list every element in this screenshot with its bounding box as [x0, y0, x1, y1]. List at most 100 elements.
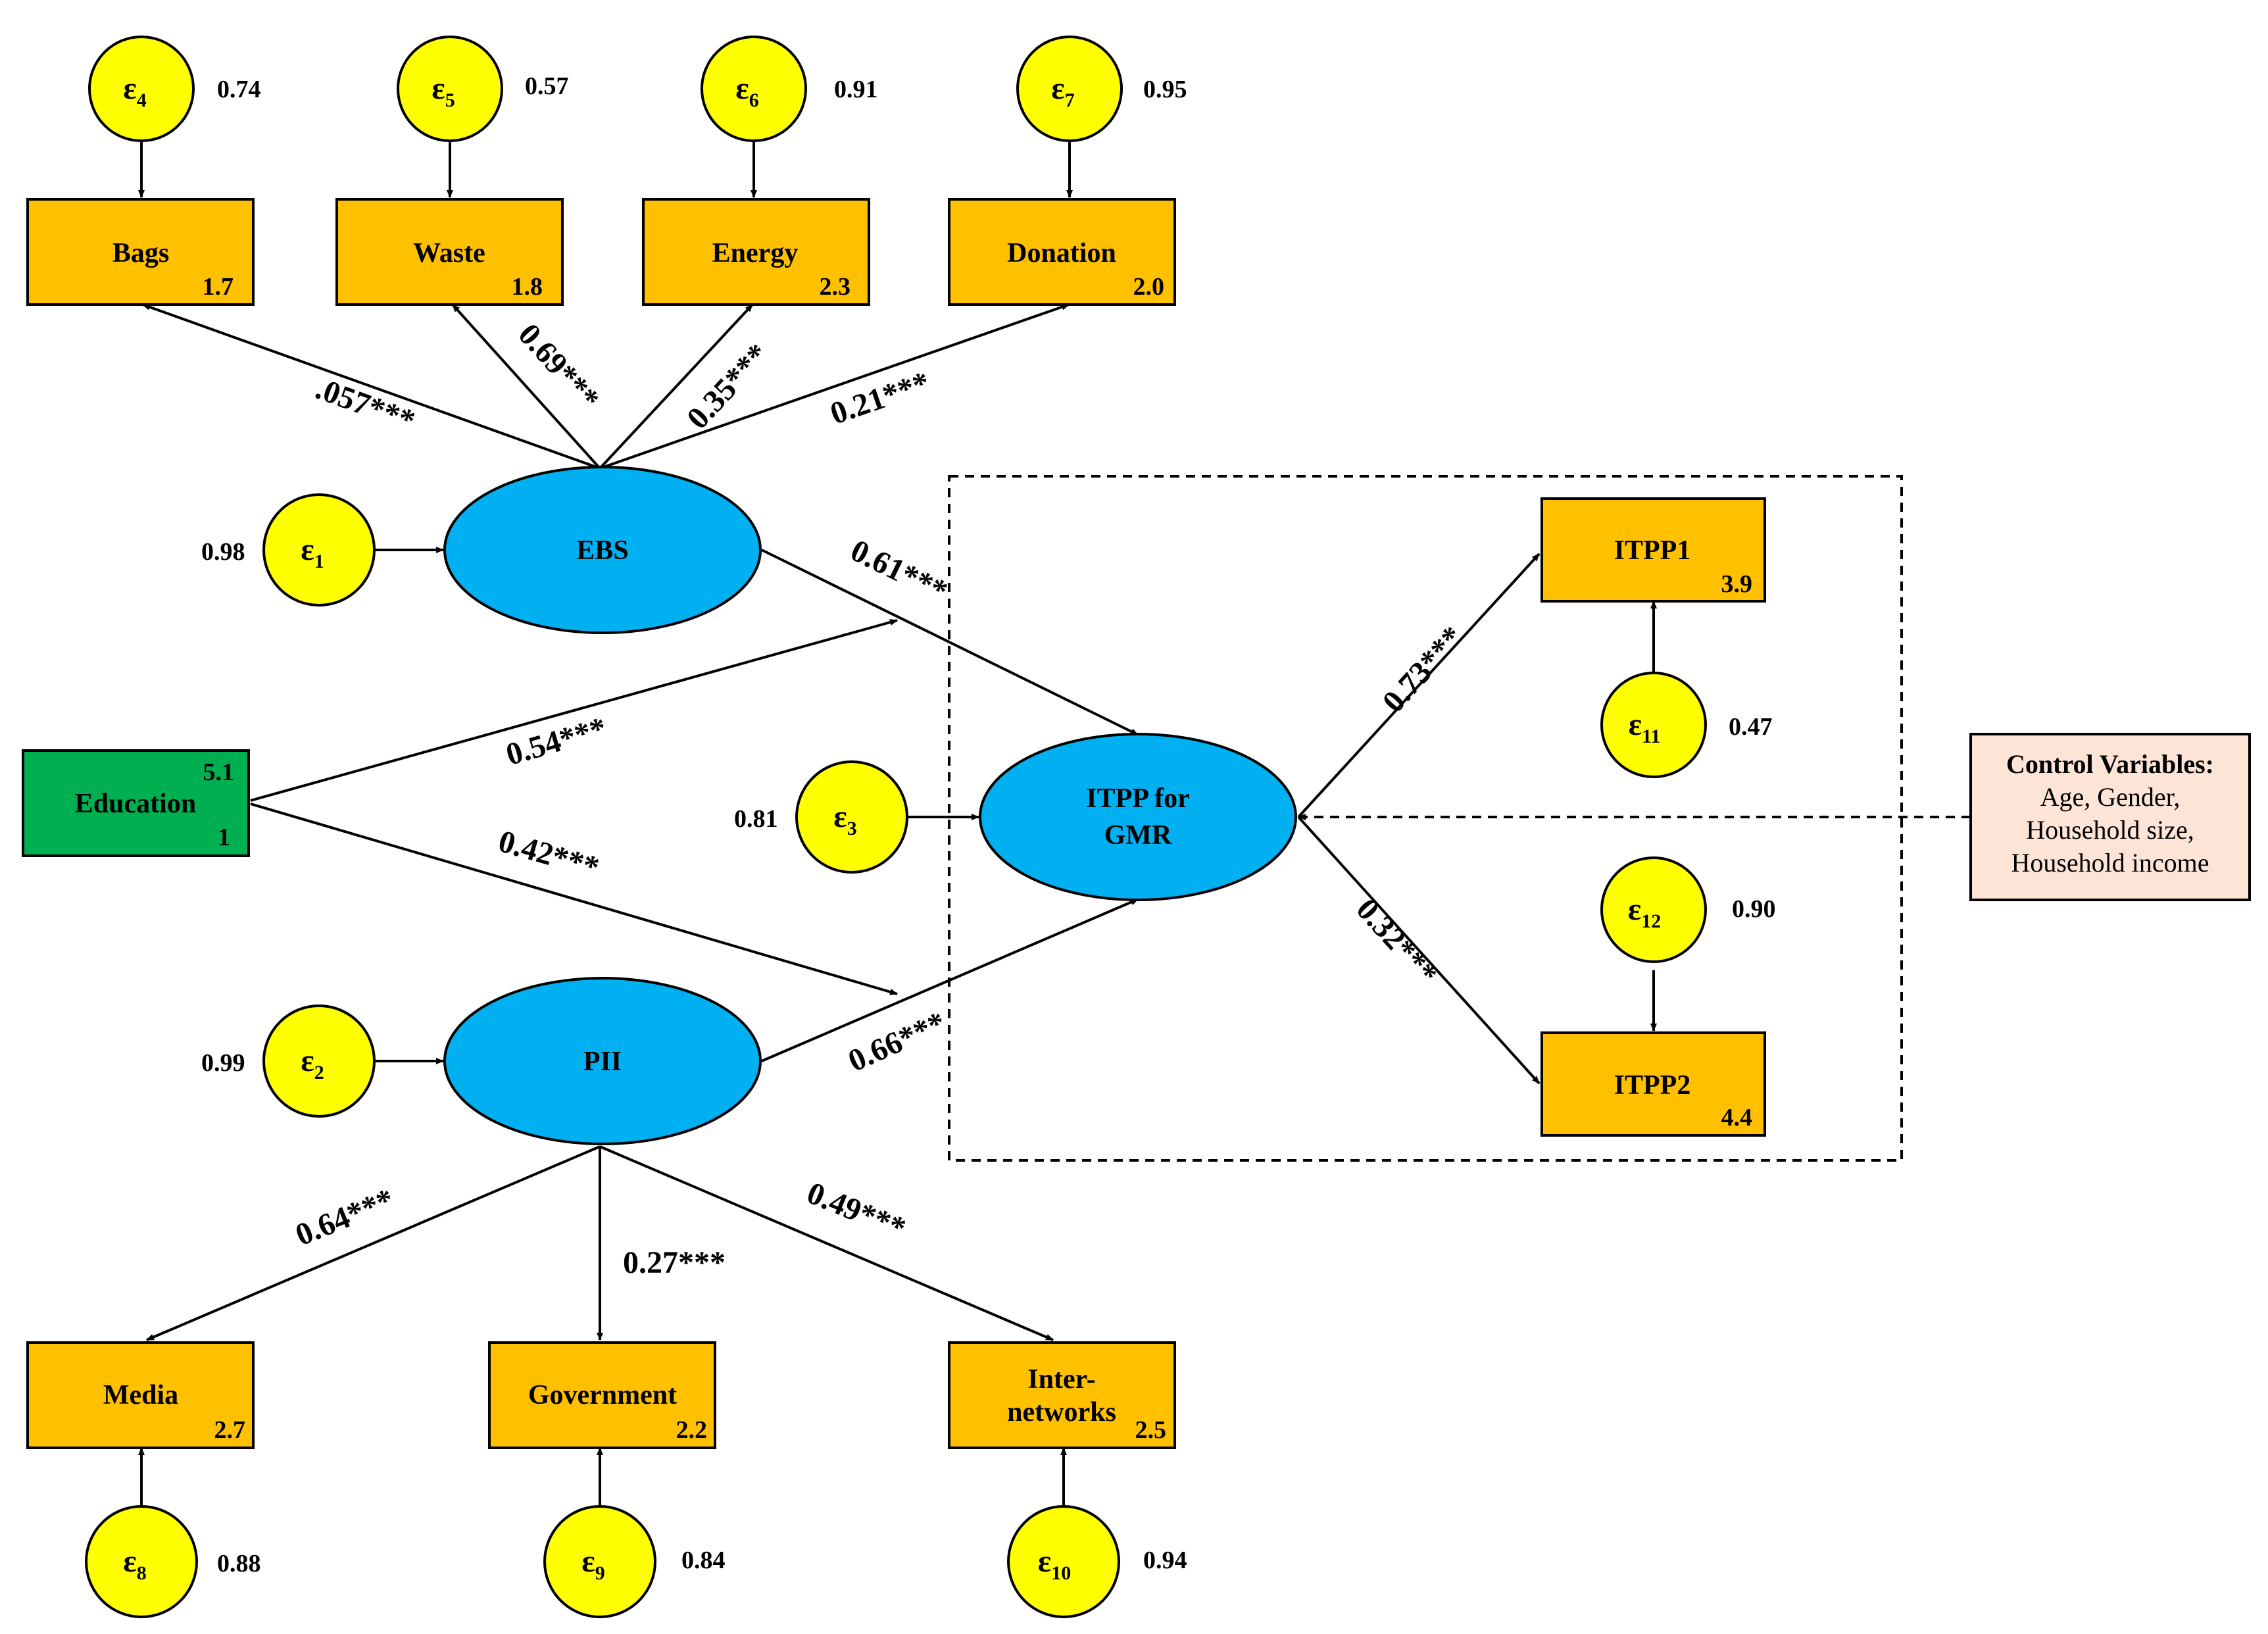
latent-ellipse — [443, 466, 762, 634]
arrow-ebs-itpp — [761, 549, 1139, 736]
control-item: Age, Gender, — [2040, 782, 2181, 812]
arrow-ebs-energy — [599, 303, 754, 470]
indicator-box — [1541, 1031, 1766, 1137]
indicator-box — [488, 1341, 716, 1449]
arrow-pii-media — [146, 1145, 601, 1341]
error-symbol: ε11 — [1629, 707, 1661, 747]
error-e1: ε1 0.98 — [201, 493, 376, 607]
indicator-value: 2.7 — [214, 1416, 246, 1444]
error-e10: ε10 0.94 — [1007, 1505, 1187, 1618]
error-e11: ε11 0.47 — [1600, 672, 1773, 778]
indicator-label: ITPP1 — [1614, 535, 1691, 566]
control-item: Household income — [2011, 848, 2209, 878]
arrow-education-ebs-itpp — [250, 619, 898, 802]
indicator-box — [1541, 497, 1766, 603]
indicator-value: 2.3 — [820, 273, 851, 301]
error-symbol: ε2 — [301, 1043, 324, 1083]
indicator-value: 3.9 — [1721, 570, 1753, 598]
path-label-itpp-itpp2: 0.32*** — [1350, 892, 1444, 991]
arrow-pii-internetworks — [599, 1145, 1054, 1341]
error-e9: ε9 0.84 — [543, 1505, 726, 1618]
error-variance: 0.95 — [1143, 76, 1187, 103]
indicator-label: ITPP2 — [1614, 1070, 1691, 1101]
latent-label-line2: GMR — [1104, 820, 1172, 851]
error-variance: 0.84 — [681, 1547, 726, 1574]
error-variance: 0.90 — [1732, 895, 1776, 923]
indicator-internetworks: Inter- networks 2.5 — [948, 1341, 1176, 1449]
arrow-ebs-waste — [451, 303, 601, 470]
error-symbol: ε9 — [581, 1544, 605, 1584]
path-label-pii-media: 0.64*** — [291, 1182, 399, 1253]
error-symbol: ε10 — [1038, 1544, 1072, 1584]
control-title: Control Variables: — [2006, 749, 2214, 779]
error-circle — [88, 36, 195, 142]
error-symbol: ε7 — [1051, 71, 1075, 111]
path-label-education-ebs: 0.54*** — [502, 710, 610, 772]
path-label-ebs-waste: 0.69*** — [512, 317, 606, 416]
latent-label-line1: ITPP for — [1086, 783, 1189, 814]
error-symbol: ε6 — [735, 71, 759, 111]
education-node: Education 5.1 1 — [22, 749, 250, 857]
latent-ellipse — [979, 733, 1297, 901]
path-label-itpp-itpp1: 0.73*** — [1376, 620, 1471, 719]
indicator-donation: Donation 2.0 — [948, 198, 1176, 306]
indicator-value: 1.7 — [203, 273, 234, 301]
error-symbol: ε12 — [1628, 892, 1662, 932]
indicator-itpp1: ITPP1 3.9 — [1541, 497, 1766, 603]
error-symbol: ε1 — [301, 532, 324, 572]
education-top-value: 5.1 — [203, 758, 235, 786]
path-label-ebs-bags: .057*** — [311, 371, 420, 439]
error-circle — [543, 1505, 656, 1618]
arrow-pii-itpp — [761, 898, 1139, 1062]
indicator-label: Waste — [413, 238, 485, 268]
latent-label: EBS — [576, 535, 628, 566]
indicator-label: Energy — [712, 238, 799, 268]
error-circle — [1016, 36, 1123, 142]
latent-ellipse — [443, 977, 762, 1145]
error-e7: ε7 0.95 — [1016, 36, 1187, 142]
control-item: Household size, — [2026, 815, 2194, 845]
indicator-bags: Bags 1.7 — [26, 198, 255, 306]
path-label-education-pii: 0.42*** — [495, 824, 603, 885]
arrow-itpp-itpp2 — [1297, 816, 1541, 1085]
education-label: Education — [75, 789, 196, 819]
education-bottom-value: 1 — [218, 824, 230, 851]
indicator-label-line1: Inter- — [1027, 1364, 1095, 1395]
indicator-value: 1.8 — [512, 273, 543, 301]
error-circle — [397, 36, 503, 142]
education-box — [22, 749, 250, 857]
error-circle — [1007, 1505, 1120, 1618]
indicator-value: 2.5 — [1135, 1416, 1167, 1444]
arrow-itpp-itpp1 — [1297, 553, 1541, 818]
error-variance: 0.88 — [217, 1550, 261, 1577]
indicator-media: Media 2.7 — [26, 1341, 255, 1449]
error-circle — [85, 1505, 198, 1618]
error-symbol: ε5 — [431, 71, 455, 111]
error-e8: ε8 0.88 — [85, 1505, 261, 1618]
error-circle — [1600, 672, 1707, 778]
indicator-label-line2: networks — [1007, 1397, 1116, 1427]
error-circle — [795, 760, 908, 874]
error-e4: ε4 0.74 — [88, 36, 261, 142]
control-box — [1969, 733, 2251, 901]
indicator-box — [26, 198, 255, 306]
indicator-box — [948, 1341, 1176, 1449]
error-e6: ε6 0.91 — [701, 36, 878, 142]
latent-ebs: EBS — [443, 466, 762, 634]
latent-label: PII — [583, 1047, 622, 1077]
path-label-ebs-energy: 0.35*** — [680, 337, 776, 435]
path-label-pii-internetworks: 0.49*** — [802, 1176, 910, 1247]
error-variance: 0.74 — [217, 76, 261, 103]
error-variance: 0.98 — [201, 538, 245, 566]
latent-itpp-for-gmr: ITPP for GMR — [979, 733, 1297, 901]
indicator-label: Donation — [1007, 238, 1116, 268]
path-label-pii-government: 0.27*** — [623, 1245, 726, 1280]
indicator-box — [642, 198, 870, 306]
error-variance: 0.47 — [1729, 713, 1773, 741]
indicator-label: Media — [103, 1380, 178, 1410]
indicator-value: 4.4 — [1721, 1104, 1753, 1131]
indicator-label: Government — [528, 1380, 677, 1410]
arrow-ebs-donation — [599, 303, 1070, 470]
error-variance: 0.99 — [201, 1049, 245, 1077]
error-e2: ε2 0.99 — [201, 1004, 376, 1118]
